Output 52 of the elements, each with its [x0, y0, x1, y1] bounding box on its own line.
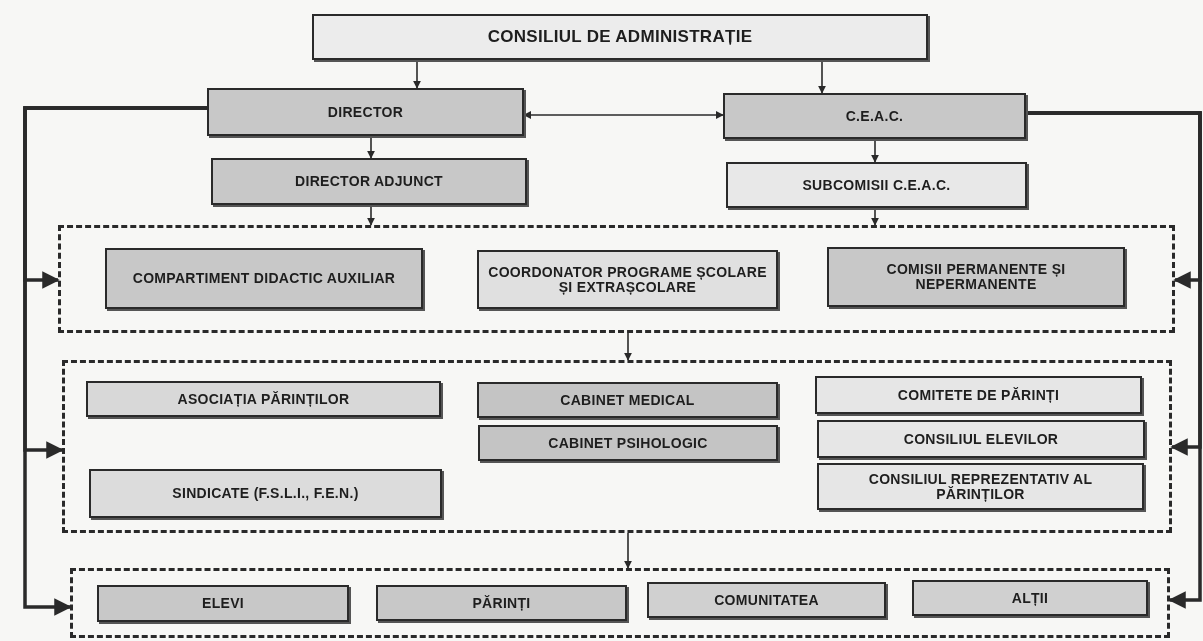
- dashed-group-frame: [58, 225, 1175, 333]
- org-box: [97, 585, 349, 622]
- org-label: COMITETE DE PĂRINȚI: [896, 387, 1061, 403]
- dashed-group-frame: [62, 360, 1172, 533]
- org-label: ALȚII: [1010, 590, 1050, 606]
- org-label: COMPARTIMENT DIDACTIC AUXILIAR: [131, 271, 397, 286]
- org-label: ASOCIAȚIA PĂRINȚILOR: [176, 391, 351, 407]
- org-label: DIRECTOR ADJUNCT: [294, 174, 444, 189]
- org-box: [817, 420, 1145, 458]
- org-label: CABINET PSIHOLOGIC: [547, 435, 709, 451]
- org-box: [827, 247, 1125, 307]
- org-box: [207, 88, 524, 136]
- org-box: [817, 463, 1144, 510]
- org-box: [647, 582, 886, 618]
- org-label: COORDONATOR PROGRAME ȘCOLARE ȘI EXTRAȘCOLARE: [487, 264, 768, 295]
- connector-arrow: [624, 332, 632, 361]
- org-label: CONSILIUL REPREZENTATIV AL PĂRINȚILOR: [867, 471, 1094, 502]
- org-label: CABINET MEDICAL: [559, 392, 696, 408]
- org-label: COMUNITATEA: [713, 592, 820, 608]
- org-label: CONSILIUL ELEVILOR: [902, 431, 1060, 447]
- org-label: SUBCOMISII C.E.A.C.: [801, 177, 952, 193]
- connector-arrow: [624, 532, 632, 569]
- org-label: COMISII PERMANENTE ȘI NEPERMANENTE: [885, 262, 1067, 292]
- connector-arrow: [871, 138, 879, 163]
- connector-arrow: [367, 204, 375, 226]
- connector-arrow: [413, 59, 421, 89]
- org-label: SINDICATE (F.S.L.I., F.E.N.): [171, 486, 360, 501]
- org-box: [211, 158, 527, 205]
- dashed-group-frame: [70, 568, 1170, 638]
- connector-arrow: [1026, 111, 1202, 609]
- org-label: DIRECTOR: [326, 104, 405, 120]
- org-label: ELEVI: [201, 596, 245, 611]
- org-box: [376, 585, 627, 621]
- connector-arrow: [23, 106, 207, 616]
- org-label: PĂRINȚI: [471, 595, 532, 611]
- connector-arrow: [871, 207, 879, 226]
- org-box: [89, 469, 442, 518]
- org-label: C.E.A.C.: [844, 108, 905, 124]
- org-box: [815, 376, 1142, 414]
- connector-arrow: [818, 59, 826, 94]
- org-box: [912, 580, 1148, 616]
- org-label: CONSILIUL DE ADMINISTRAȚIE: [486, 28, 754, 46]
- org-box: [726, 162, 1027, 208]
- org-box: [86, 381, 441, 417]
- org-box: [723, 93, 1026, 139]
- org-box: [312, 14, 928, 60]
- org-box: [478, 425, 778, 461]
- org-box: [105, 248, 423, 309]
- connector-arrow: [367, 135, 375, 159]
- connector-arrow: [523, 111, 724, 119]
- org-box: [477, 250, 778, 309]
- org-box: [477, 382, 778, 418]
